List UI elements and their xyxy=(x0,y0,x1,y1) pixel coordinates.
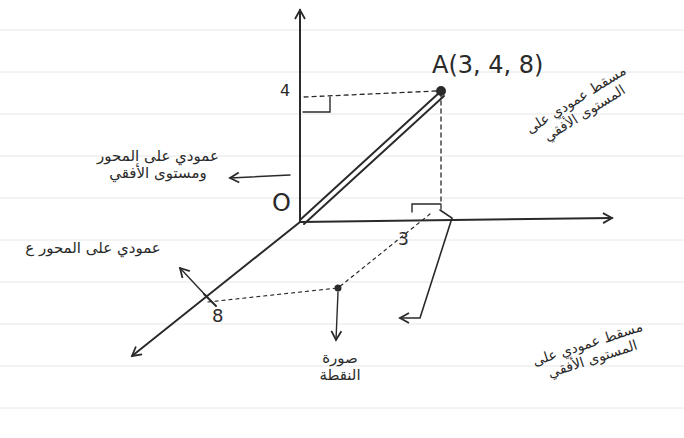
image-point xyxy=(336,286,341,291)
tick-mark xyxy=(204,294,216,306)
notebook-lines xyxy=(0,30,684,408)
right-angle-mark xyxy=(303,97,330,112)
leader-arrow xyxy=(400,210,452,318)
projection-line xyxy=(440,93,441,212)
annotation-note: عمودي على المحور ومستوى الأفقي xyxy=(88,148,228,183)
leader-arrow xyxy=(230,175,290,178)
projection-line xyxy=(338,214,430,288)
projection-line xyxy=(304,91,436,97)
point-label: A(3, 4, 8) xyxy=(432,52,543,80)
projection-line xyxy=(208,288,338,302)
annotation-note: عمودي على المحور ع xyxy=(18,240,168,257)
coordinate-value: 3 xyxy=(398,230,409,250)
horizontal-axis xyxy=(300,218,612,222)
leader-arrow xyxy=(336,292,338,340)
annotation-note: صورة النقطة xyxy=(300,350,380,385)
coordinate-value: 4 xyxy=(280,82,290,100)
right-angle-mark xyxy=(412,204,441,212)
coordinate-value: 8 xyxy=(212,306,223,327)
position-vector xyxy=(300,92,440,220)
vertical-axis xyxy=(299,10,301,222)
position-vector xyxy=(304,96,444,224)
origin-label: O xyxy=(272,190,291,218)
